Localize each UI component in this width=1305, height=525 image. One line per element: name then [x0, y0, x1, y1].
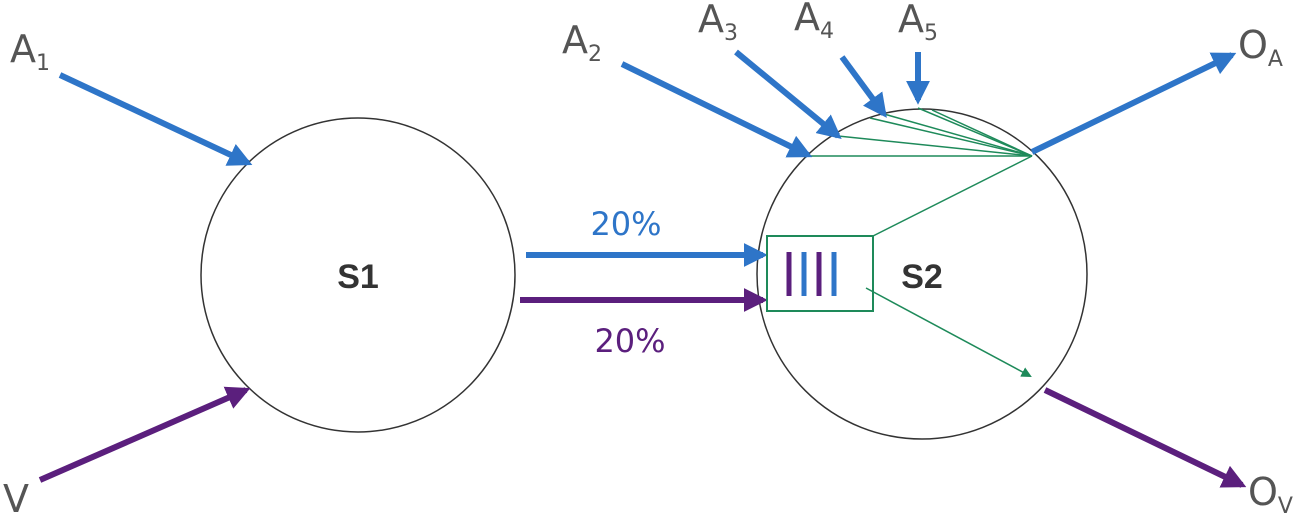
node-s1-circle — [200, 117, 516, 433]
arrow-s2-to-oa — [1030, 52, 1237, 155]
input-v-label: V — [3, 477, 29, 521]
arrow-a1-to-s1 — [58, 72, 253, 166]
input-a2-label: A2 — [562, 18, 602, 67]
input-a1-label: A1 — [10, 27, 50, 76]
arrow-v-to-s1 — [38, 386, 251, 483]
arrow-s2-to-ov — [1043, 387, 1247, 488]
node-s2-label: S2 — [901, 258, 943, 296]
arrow-a2-to-s2 — [620, 61, 813, 158]
input-a5-label: A5 — [898, 0, 938, 46]
node-s1-label: S1 — [337, 258, 379, 296]
fan-line-buffer-to-oa — [872, 155, 1033, 237]
connection-blue-percentage: 20% — [590, 205, 661, 243]
arrow-a4-to-s2 — [839, 55, 887, 118]
fan-line-a5-mid — [931, 109, 1033, 157]
input-a3-label: A3 — [698, 0, 738, 46]
fan-line-a4 — [883, 113, 1033, 157]
output-oa-label: OA — [1238, 23, 1283, 72]
fan-line-buffer-to-ov — [865, 287, 1032, 377]
arrow-a3-to-s2 — [734, 49, 842, 140]
input-a4-label: A4 — [794, 0, 834, 44]
fan-line-a3 — [837, 135, 1033, 157]
connection-purple-percentage: 20% — [594, 322, 665, 360]
output-ov-label: OV — [1248, 470, 1293, 519]
fan-line-a4-inner — [869, 117, 1033, 157]
